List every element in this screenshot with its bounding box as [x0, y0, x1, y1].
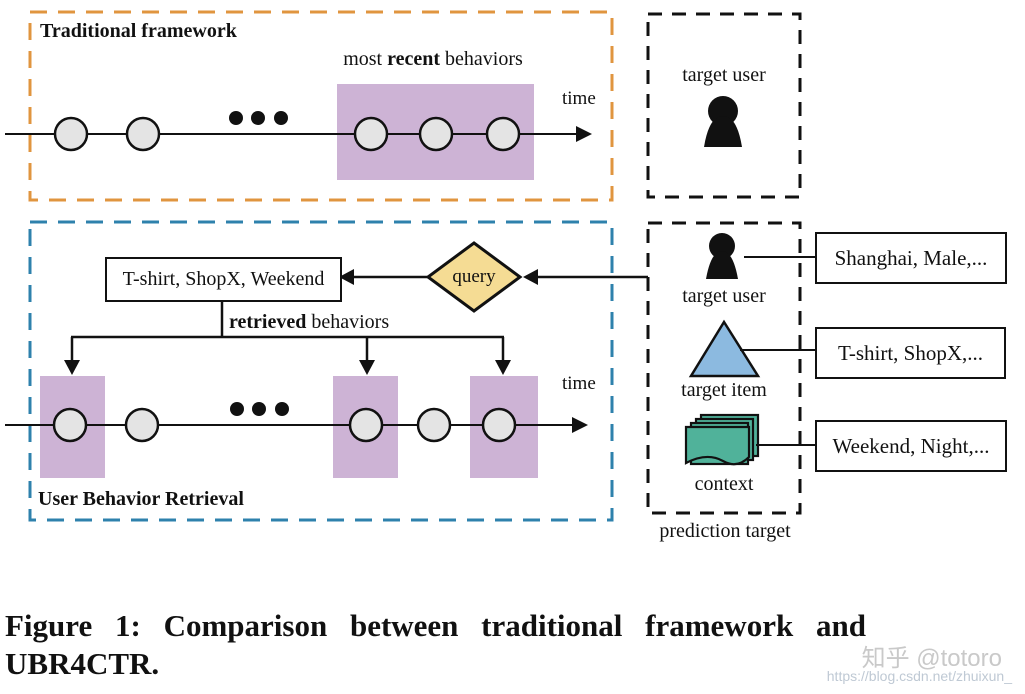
behavior-node [125, 116, 161, 152]
branch-arrow-icon [495, 360, 511, 375]
retrieved-label-post: behaviors [306, 311, 390, 333]
recent-label-pre: most [343, 48, 388, 70]
item-attributes-text: T-shirt, ShopX,... [837, 340, 984, 365]
watermark-zhihu: 知乎 @totoro [861, 645, 1002, 672]
target-user-label: target user [682, 285, 766, 307]
query-flow [339, 241, 648, 313]
recent-label-post: behaviors [440, 48, 523, 70]
user-behavior-retrieval-box [28, 220, 614, 522]
branch-arrow-icon [64, 360, 80, 375]
context-label: context [694, 473, 754, 495]
traditional-title: Traditional framework [40, 20, 237, 42]
item-attributes-box: T-shirt, ShopX,... [815, 327, 1006, 379]
figure-caption-line1: Figure 1: Comparison between traditional… [5, 608, 866, 643]
behavior-node [348, 407, 384, 443]
target-item-label: target item [681, 379, 767, 401]
query-result-box: T-shirt, ShopX, Weekend [105, 257, 342, 302]
branch-arrowheads [64, 360, 511, 375]
timeline-bottom [5, 402, 588, 443]
behavior-node [416, 407, 452, 443]
timeline-top [5, 111, 592, 152]
watermark-url: https://blog.csdn.net/zhuixun_ [826, 668, 1012, 684]
user-attributes-box: Shanghai, Male,... [815, 232, 1007, 284]
figure-caption-line2: UBR4CTR. [5, 646, 160, 681]
target-to-query-arrow-icon [523, 269, 538, 285]
query-label: query [452, 266, 496, 287]
context-attributes-box: Weekend, Night,... [815, 420, 1007, 472]
behavior-node [124, 407, 160, 443]
behavior-nodes-bottom [52, 407, 517, 443]
behavior-node [53, 116, 89, 152]
recent-label-bold: recent [387, 48, 441, 70]
user-attributes-text: Shanghai, Male,... [834, 245, 988, 270]
retrieved-label-bold: retrieved [229, 311, 307, 333]
context-icon [684, 413, 760, 466]
ellipsis-dots-bottom-icon [230, 402, 289, 416]
target-user-box [646, 12, 802, 199]
time-label-bottom: time [562, 373, 596, 394]
query-to-result-arrow-icon [339, 269, 354, 285]
query-diamond-icon [425, 241, 523, 313]
recent-behaviors-label: most recent behaviors [328, 48, 538, 71]
target-user-top-label: target user [682, 64, 766, 86]
behavior-node [418, 116, 454, 152]
query-result-text: T-shirt, ShopX, Weekend [122, 268, 325, 290]
traditional-framework-box [28, 10, 614, 202]
behavior-node [52, 407, 88, 443]
behavior-node [353, 116, 389, 152]
time-label-top: time [562, 88, 596, 109]
retrieved-behaviors-label: retrieved behaviors [229, 311, 389, 334]
ellipsis-dots-top-icon [229, 111, 288, 125]
retrieval-title: User Behavior Retrieval [38, 488, 244, 510]
retrieved-branch [64, 298, 511, 375]
target-user-icon [706, 233, 738, 279]
prediction-target-box [646, 221, 802, 515]
prediction-target-label: prediction target [659, 520, 791, 542]
behavior-node [485, 116, 521, 152]
attribute-connectors [740, 256, 817, 446]
timeline-bottom-arrow-icon [572, 417, 588, 433]
behavior-node [481, 407, 517, 443]
branch-arrow-icon [359, 360, 375, 375]
behavior-nodes-top [53, 116, 521, 152]
timeline-top-arrow-icon [576, 126, 592, 142]
context-attributes-text: Weekend, Night,... [832, 433, 990, 458]
target-user-top-icon [704, 96, 742, 147]
